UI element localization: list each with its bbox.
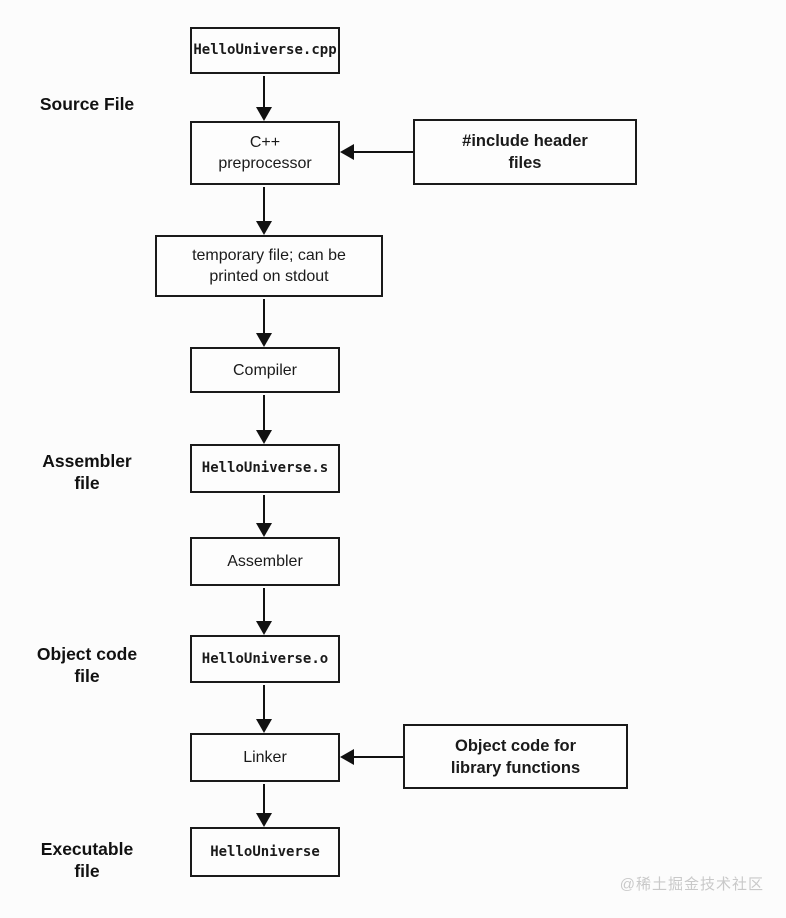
node-linker: Linker: [190, 733, 340, 782]
arrow-library-to-linker: [340, 749, 403, 765]
arrow-asmfile-to-assembler: [256, 495, 272, 537]
arrow-compiler-to-asmfile: [256, 395, 272, 444]
node-executable: HelloUniverse: [190, 827, 340, 877]
node-include-headers: #include header files: [413, 119, 637, 185]
stage-label-object-code-file: Object code file: [36, 644, 138, 686]
arrow-tempfile-to-compiler: [256, 299, 272, 347]
node-object-library: Object code for library functions: [403, 724, 628, 789]
stage-label-executable-file: Executable file: [40, 839, 134, 881]
arrow-preprocessor-to-tempfile: [256, 187, 272, 235]
arrow-objfile-to-linker: [256, 685, 272, 733]
stage-label-source-file: Source File: [39, 94, 135, 114]
arrow-linker-to-executable: [256, 784, 272, 827]
node-source-file: HelloUniverse.cpp: [190, 27, 340, 74]
node-temporary-file: temporary file; can be printed on stdout: [155, 235, 383, 297]
watermark: @稀土掘金技术社区: [619, 876, 764, 893]
node-cpp-preprocessor: C++ preprocessor: [190, 121, 340, 185]
arrow-source-to-preprocessor: [256, 76, 272, 121]
arrow-headers-to-preprocessor: [340, 144, 413, 160]
node-assembler: Assembler: [190, 537, 340, 586]
node-assembler-file: HelloUniverse.s: [190, 444, 340, 493]
node-compiler: Compiler: [190, 347, 340, 393]
node-object-file: HelloUniverse.o: [190, 635, 340, 683]
stage-label-assembler-file: Assembler file: [42, 451, 132, 493]
arrow-assembler-to-objfile: [256, 588, 272, 635]
